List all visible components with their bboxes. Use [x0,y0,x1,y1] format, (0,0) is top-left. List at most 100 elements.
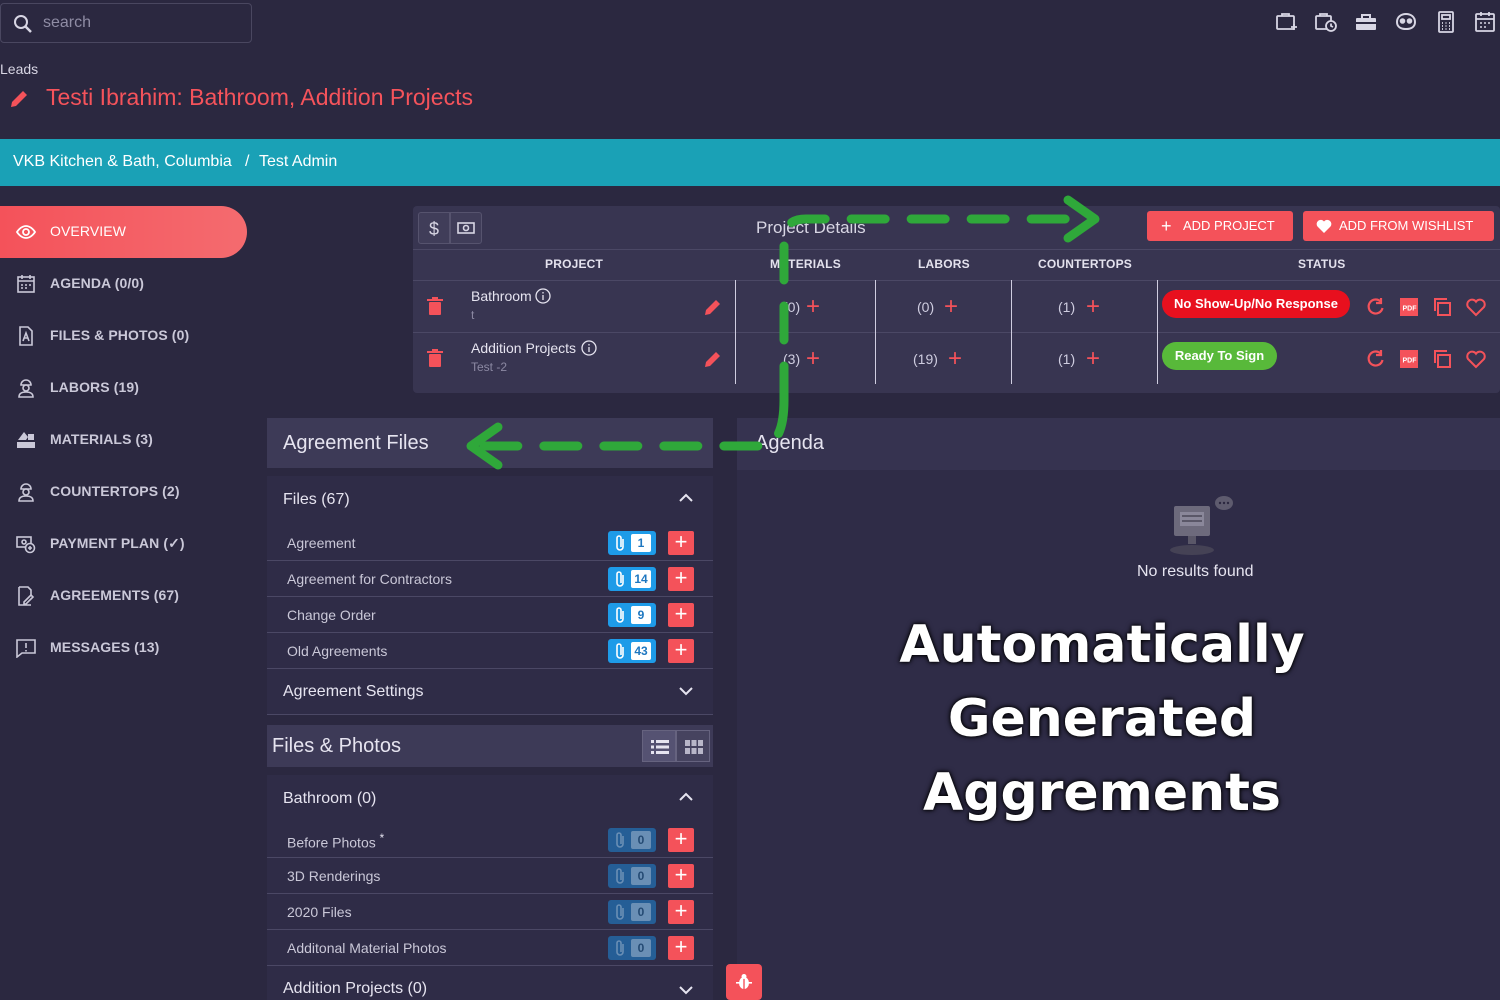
attachments-button[interactable]: 0 [608,900,656,924]
bathroom-section-toggle[interactable]: Bathroom (0) [267,775,713,823]
caption-line-1: Automatically Generated [899,615,1305,749]
attachments-button[interactable]: 0 [608,936,656,960]
add-materials-button[interactable]: + [806,345,821,372]
addition-section-toggle[interactable]: Addition Projects (0) [267,966,713,1000]
copy-icon[interactable] [1431,348,1453,370]
calendar-icon[interactable] [1473,10,1499,36]
sidebar-item-messages[interactable]: MESSAGES (13) [0,622,247,674]
list-item[interactable]: Agreement for Contractors 14 + [267,561,713,597]
time-folder-icon[interactable] [1314,10,1340,36]
list-item[interactable]: 2020 Files 0 + [267,894,713,930]
attachment-count: 1 [631,534,651,552]
trash-icon[interactable] [427,349,443,367]
paperclip-icon [616,535,624,551]
bathroom-section-label: Bathroom (0) [283,790,377,807]
user-name[interactable]: Test Admin [259,153,338,170]
attachments-button[interactable]: 14 [608,567,656,591]
sidebar-item-materials[interactable]: MATERIALS (3) [0,414,247,466]
attachments-button[interactable]: 0 [608,828,656,852]
sidebar-item-labors[interactable]: LABORS (19) [0,362,247,414]
svg-text:PDF: PDF [1403,306,1418,313]
sidebar-item-payment-plan[interactable]: PAYMENT PLAN (✓) [0,518,247,570]
add-photo-button[interactable]: + [668,828,694,852]
edit-pencil-icon[interactable] [703,349,723,369]
add-file-button[interactable]: + [668,531,694,555]
refresh-icon[interactable] [1364,296,1386,318]
add-file-button[interactable]: + [668,639,694,663]
sidebar-item-agenda[interactable]: AGENDA (0/0) [0,258,247,310]
add-photo-button[interactable]: + [668,864,694,888]
add-file-button[interactable]: + [668,603,694,627]
add-materials-button[interactable]: + [806,293,821,320]
status-badge[interactable]: No Show-Up/No Response [1162,290,1350,318]
heart-icon[interactable] [1465,348,1487,370]
list-item[interactable]: 3D Renderings 0 + [267,858,713,894]
list-item[interactable]: Agreement 1 + [267,525,713,561]
project-name[interactable]: Bathroom [471,288,532,304]
list-item[interactable]: Old Agreements 43 + [267,633,713,669]
refresh-icon[interactable] [1364,348,1386,370]
list-item[interactable]: Additonal Material Photos 0 + [267,930,713,966]
add-labors-button[interactable]: + [948,345,963,372]
attachments-button[interactable]: 1 [608,531,656,555]
mask-icon[interactable] [1394,10,1420,36]
sidebar-item-files-photos[interactable]: FILES & PHOTOS (0) [0,310,247,362]
calculator-icon[interactable] [1434,10,1460,36]
heart-icon[interactable] [1465,296,1487,318]
file-category-name: Old Agreements [287,643,388,659]
agreement-settings-toggle[interactable]: Agreement Settings [267,669,713,715]
add-countertops-button[interactable]: + [1086,293,1101,320]
attachments-button[interactable]: 9 [608,603,656,627]
paperclip-icon [616,868,624,884]
edit-pencil-icon[interactable] [8,88,30,110]
pdf-icon[interactable]: PDF [1398,348,1420,370]
sidebar-item-overview[interactable]: OVERVIEW [0,206,247,258]
attachments-button[interactable]: 0 [608,864,656,888]
add-from-wishlist-button[interactable]: ADD FROM WISHLIST [1303,211,1494,241]
add-folder-icon[interactable] [1275,10,1301,36]
sidebar-item-label: OVERVIEW [50,223,127,239]
chevron-down-icon [679,986,693,995]
page-title: Testi Ibrahim: Bathroom, Addition Projec… [46,84,473,110]
add-countertops-button[interactable]: + [1086,345,1101,372]
file-category-name: Change Order [287,607,376,623]
add-photo-button[interactable]: + [668,936,694,960]
plus-icon: + [1161,216,1172,236]
bug-report-button[interactable] [726,964,762,1000]
project-subtitle: Test -2 [471,360,508,374]
sidebar-item-countertops[interactable]: COUNTERTOPS (2) [0,466,247,518]
trash-icon[interactable] [427,297,443,315]
status-badge[interactable]: Ready To Sign [1162,342,1277,370]
edit-pencil-icon[interactable] [703,297,723,317]
list-item[interactable]: Before Photos * 0 + [267,822,713,858]
info-icon[interactable] [581,340,597,356]
company-name[interactable]: VKB Kitchen & Bath, Columbia [13,153,232,170]
list-view-button[interactable] [642,730,676,762]
empty-inbox-icon [1170,496,1233,555]
list-item[interactable]: Change Order 9 + [267,597,713,633]
add-labors-button[interactable]: + [944,293,959,320]
add-wishlist-label: ADD FROM WISHLIST [1339,218,1474,233]
search-input[interactable] [43,12,243,34]
column-divider [875,280,876,384]
add-file-button[interactable]: + [668,567,694,591]
grid-view-button[interactable] [676,730,710,762]
paperclip-icon [616,832,624,848]
project-name[interactable]: Addition Projects [471,340,577,356]
sidebar-item-agreements[interactable]: AGREEMENTS (67) [0,570,247,622]
money-toggle[interactable] [450,212,482,244]
search-box[interactable] [0,3,252,43]
info-icon[interactable] [535,288,551,304]
paperclip-icon [616,571,624,587]
attachments-button[interactable]: 43 [608,639,656,663]
attachment-count: 9 [631,606,651,624]
breadcrumb[interactable]: Leads [0,61,39,77]
dollar-toggle[interactable]: $ [418,212,450,244]
pdf-icon[interactable]: PDF [1398,296,1420,318]
add-photo-button[interactable]: + [668,900,694,924]
copy-icon[interactable] [1431,296,1453,318]
toolbox-icon[interactable] [1354,10,1380,36]
files-section-toggle[interactable]: Files (67) [267,476,713,526]
add-project-button[interactable]: + ADD PROJECT [1147,211,1293,241]
money-icon [457,222,475,234]
